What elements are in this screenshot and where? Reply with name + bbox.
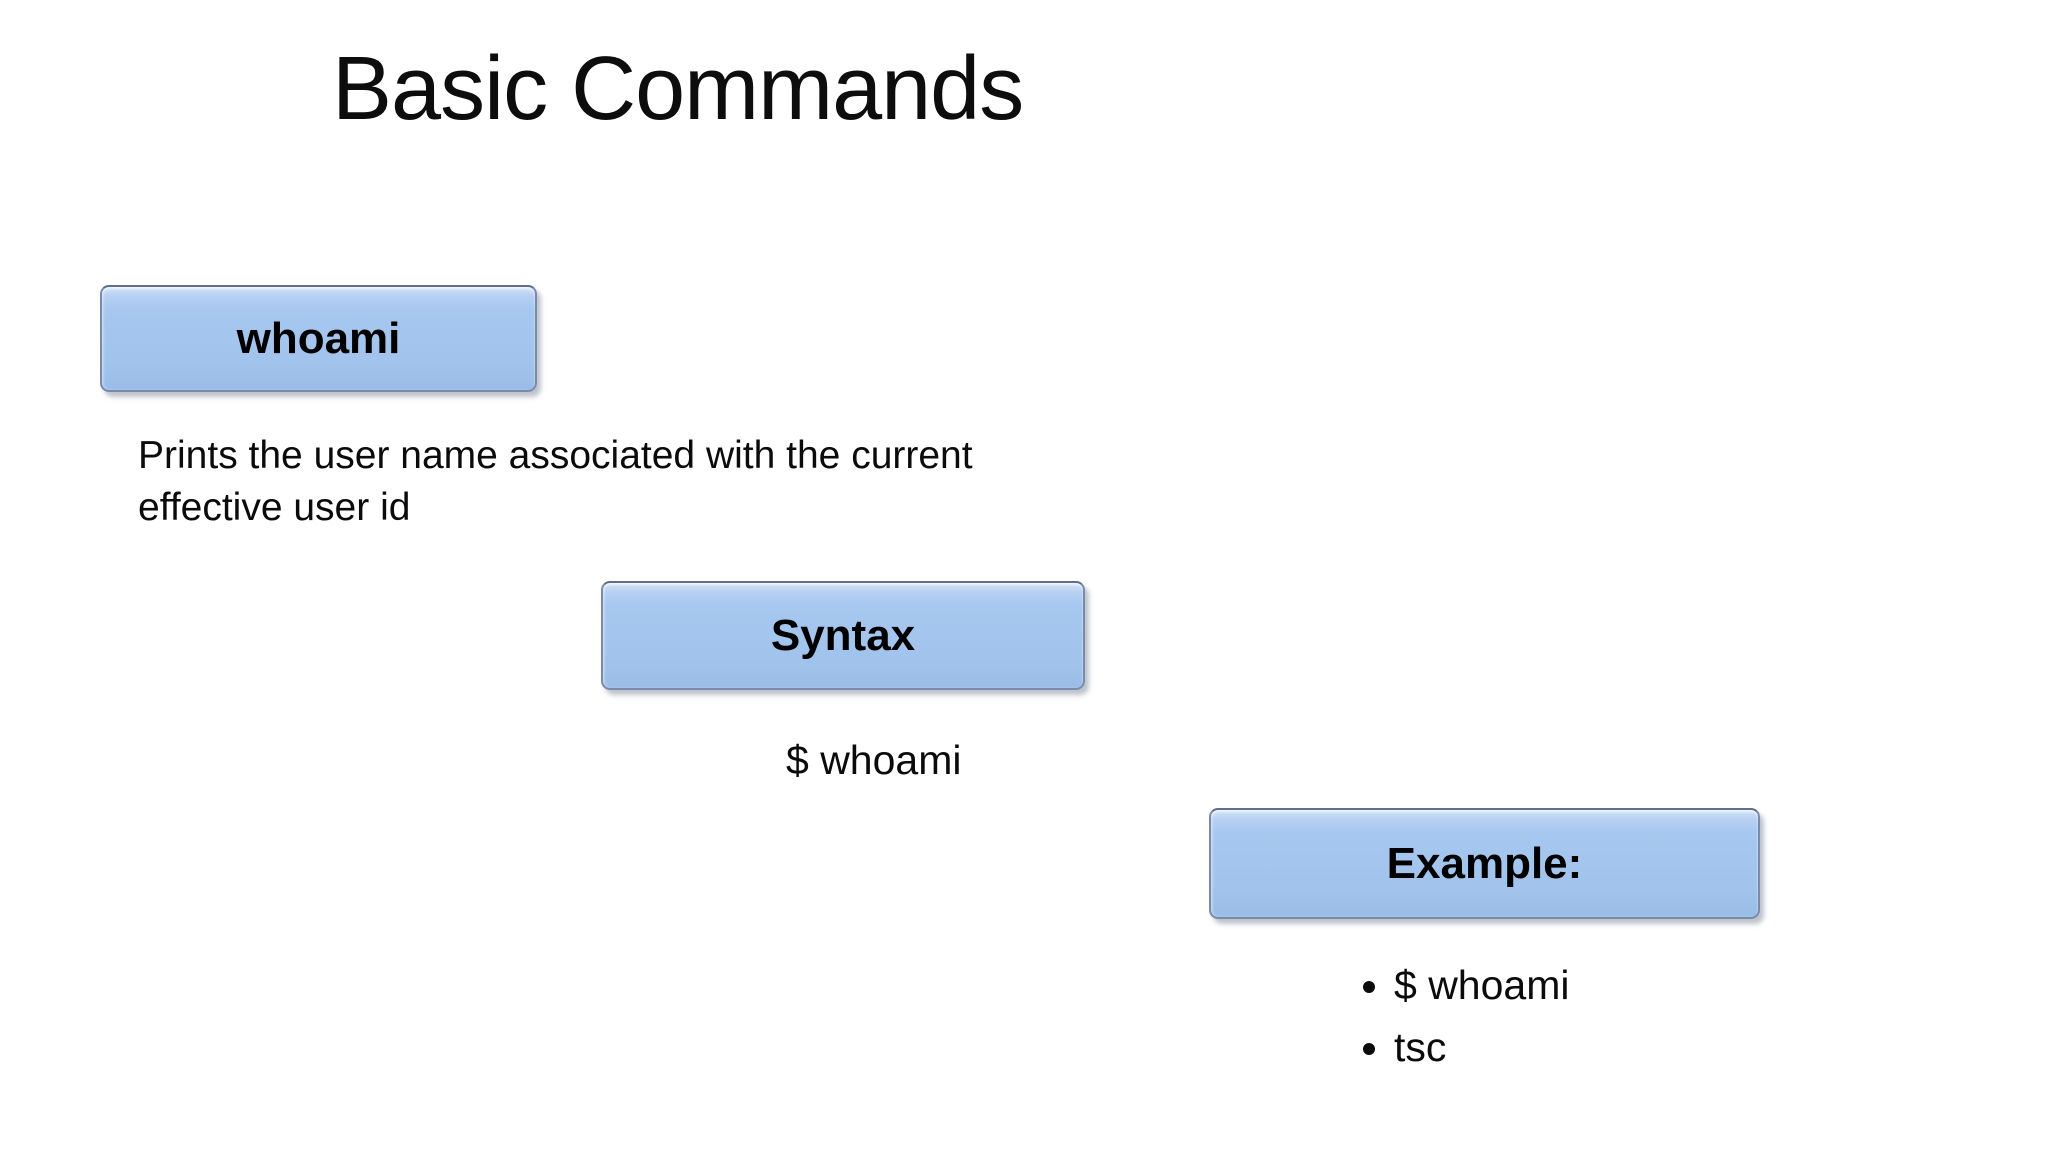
slide-title: Basic Commands — [332, 39, 1024, 139]
whoami-description: Prints the user name associated with the… — [138, 434, 973, 529]
example-item-whoami: $ whoami — [1394, 960, 1569, 1010]
example-item-tsc: tsc — [1394, 1022, 1569, 1072]
example-label: Example: — [1386, 838, 1583, 888]
whoami-command-box: whoami — [100, 285, 537, 392]
syntax-command-text: $ whoami — [786, 737, 962, 783]
whoami-command-label: whoami — [236, 313, 401, 363]
example-list: $ whoami tsc — [1348, 948, 1569, 1084]
syntax-label: Syntax — [770, 610, 916, 660]
syntax-box: Syntax — [601, 581, 1085, 690]
example-box: Example: — [1209, 808, 1760, 919]
